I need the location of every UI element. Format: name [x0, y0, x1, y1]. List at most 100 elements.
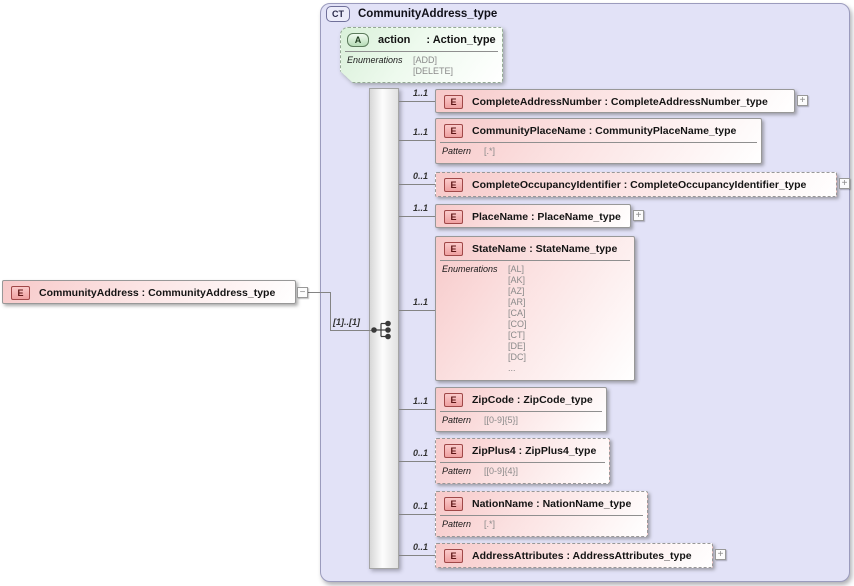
facet-separator [440, 411, 602, 412]
facet-row: Pattern [[0-9]{4}] [436, 463, 609, 477]
facet-separator [440, 462, 605, 463]
occurrence-label: [1]..[1] [333, 317, 360, 327]
element-box-completeaddressnumber[interactable]: E CompleteAddressNumber : CompleteAddress… [435, 89, 795, 113]
connector-line [330, 292, 331, 331]
expand-button[interactable]: + [797, 95, 808, 106]
attribute-box-action[interactable]: A action : Action_type Enumerations [ADD… [340, 27, 503, 83]
element-label: PlaceName : PlaceName_type [472, 210, 621, 223]
facet-values: [.*] [484, 519, 496, 529]
element-badge: E [444, 94, 463, 109]
element-label: StateName : StateName_type [472, 242, 618, 255]
connector-line [308, 292, 330, 293]
element-badge: E [444, 209, 463, 224]
facet-values: [[0-9]{4}] [484, 466, 519, 476]
element-box-communityaddress[interactable]: E CommunityAddress : CommunityAddress_ty… [2, 280, 296, 304]
element-label: ZipPlus4 : ZipPlus4_type [472, 444, 597, 457]
element-badge: E [444, 443, 463, 458]
element-box-addressattributes[interactable]: E AddressAttributes : AddressAttributes_t… [435, 543, 713, 568]
element-header: E CompleteOccupancyIdentifier : CompleteO… [436, 173, 836, 196]
element-label: CompleteAddressNumber : CompleteAddressN… [472, 95, 768, 108]
connector-line [399, 310, 435, 311]
attribute-header: A action : Action_type [341, 28, 502, 51]
element-badge: E [444, 392, 463, 407]
connector-line [399, 555, 435, 556]
cardinality-label: 1..1 [412, 203, 428, 213]
connector-line [399, 140, 435, 141]
facet-row: Pattern [.*] [436, 516, 647, 530]
attribute-type: : Action_type [426, 33, 496, 46]
element-badge: E [11, 285, 30, 300]
element-header: E CompleteAddressNumber : CompleteAddress… [436, 90, 794, 113]
facet-separator [440, 142, 757, 143]
complex-type-title: CommunityAddress_type [358, 8, 498, 20]
connector-line [399, 461, 435, 462]
element-header: E ZipPlus4 : ZipPlus4_type [436, 439, 609, 462]
element-badge: E [444, 548, 463, 563]
connector-line [399, 409, 435, 410]
element-header: E ZipCode : ZipCode_type [436, 388, 606, 411]
element-header: E CommunityPlaceName : CommunityPlaceName… [436, 119, 761, 142]
expand-button[interactable]: + [633, 210, 644, 221]
expand-button[interactable]: + [839, 178, 850, 189]
collapse-button[interactable]: − [297, 287, 308, 298]
element-label: AddressAttributes : AddressAttributes_ty… [472, 549, 692, 562]
element-badge: E [444, 241, 463, 256]
facet-row: Enumerations [ADD] [DELETE] [341, 52, 502, 77]
cardinality-label: 0..1 [412, 542, 428, 552]
element-header: E NationName : NationName_type [436, 492, 647, 515]
facet-values: [ADD] [DELETE] [413, 55, 454, 76]
facet-label: Pattern [442, 415, 472, 425]
connector-line [399, 101, 435, 102]
cardinality-label: 0..1 [412, 501, 428, 511]
facet-values: [[0-9]{5}] [484, 415, 519, 425]
element-label: CommunityAddress : CommunityAddress_type [39, 286, 276, 299]
facet-values: [.*] [484, 146, 496, 156]
facet-label: Pattern [442, 466, 472, 476]
element-header: E PlaceName : PlaceName_type [436, 205, 630, 228]
facet-label: Pattern [442, 519, 472, 529]
element-badge: E [444, 123, 463, 138]
facet-separator [440, 260, 630, 261]
element-box-completeoccupancyidentifier[interactable]: E CompleteOccupancyIdentifier : CompleteO… [435, 172, 837, 197]
facet-separator [345, 51, 498, 52]
element-box-communityplacename[interactable]: E CommunityPlaceName : CommunityPlaceName… [435, 118, 762, 164]
cardinality-label: 1..1 [412, 297, 428, 307]
element-header: E CommunityAddress : CommunityAddress_ty… [3, 281, 295, 304]
facet-row: Pattern [.*] [436, 143, 761, 157]
cardinality-label: 0..1 [412, 171, 428, 181]
facet-row: Enumerations [AL] [AK] [AZ] [AR] [CA] [CO… [436, 261, 634, 374]
complex-type-header: CT CommunityAddress_type [326, 6, 497, 22]
sequence-icon[interactable] [370, 320, 394, 340]
complex-type-badge: CT [326, 6, 350, 22]
cardinality-label: 0..1 [412, 448, 428, 458]
connector-line [399, 514, 435, 515]
cardinality-label: 1..1 [412, 127, 428, 137]
element-header: E StateName : StateName_type [436, 237, 634, 260]
cardinality-label: 1..1 [412, 396, 428, 406]
connector-line [330, 330, 376, 331]
element-label: NationName : NationName_type [472, 497, 632, 510]
facet-row: Pattern [[0-9]{5}] [436, 412, 606, 426]
element-label: CommunityPlaceName : CommunityPlaceName_… [472, 124, 737, 137]
element-box-placename[interactable]: E PlaceName : PlaceName_type [435, 204, 631, 228]
element-label: ZipCode : ZipCode_type [472, 393, 593, 406]
facet-separator [440, 515, 643, 516]
connector-line [399, 184, 435, 185]
expand-button[interactable]: + [715, 549, 726, 560]
facet-label: Pattern [442, 146, 472, 156]
facet-values: [AL] [AK] [AZ] [AR] [CA] [CO] [CT] [DE] … [508, 264, 527, 373]
element-label: CompleteOccupancyIdentifier : CompleteOc… [472, 178, 807, 191]
element-badge: E [444, 496, 463, 511]
element-badge: E [444, 177, 463, 192]
element-header: E AddressAttributes : AddressAttributes_t… [436, 544, 712, 567]
connector-line [399, 216, 435, 217]
attribute-badge: A [347, 32, 369, 47]
cardinality-label: 1..1 [412, 88, 428, 98]
facet-label: Enumerations [347, 55, 403, 65]
attribute-name: action [378, 33, 411, 46]
facet-label: Enumerations [442, 264, 498, 274]
